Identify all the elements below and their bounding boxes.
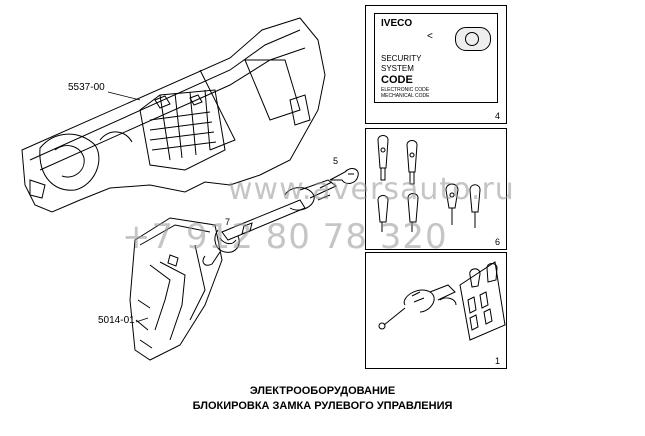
key-badge-icon [455,27,491,51]
caption-line-2: БЛОКИРОВКА ЗАМКА РУЛЕВОГО УПРАВЛЕНИЯ [192,400,453,412]
box-1-number: 1 [494,356,500,366]
card-line-mechanical: MECHANICAL CODE [381,93,430,99]
box-lock-set: 1 [365,252,507,369]
box-security-card: IVECO < SECURITY SYSTEM CODE ELECTRONIC … [365,5,507,124]
leader-line-column-cover [135,317,149,323]
arrow-glyph: < [427,31,433,42]
lock-cylinders-drawing [377,135,481,232]
watermark-site: www.aversauto.ru [228,172,515,207]
caption-line-1: ЭЛЕКТРООБОРУДОВАНИЕ [249,385,396,397]
dashboard-drawing [21,17,326,213]
key-5-drawing [319,168,359,189]
box-lock-cylinders: 6 [365,128,507,250]
ignition-assembly-drawing [202,179,337,266]
leader-line-dashboard [107,91,141,101]
item-5-label: 5 [333,156,339,166]
card-line-system: SYSTEM [381,64,414,73]
column-cover-part-number: 5014-01 [98,315,135,326]
brand-logo: IVECO [381,18,413,29]
box-4-number: 4 [494,111,500,121]
dashboard-part-number: 5537-00 [68,82,105,93]
card-line-code: CODE [381,74,413,86]
security-code-card: IVECO < SECURITY SYSTEM CODE ELECTRONIC … [374,13,498,103]
column-cover-drawing [129,217,223,361]
box-6-number: 6 [494,237,500,247]
card-line-security: SECURITY [381,54,422,63]
watermark-phone: +7 912 80 78 320 [122,217,448,257]
item-7-label: 7 [225,217,231,227]
card-line-electronic: ELECTRONIC CODE [381,87,430,93]
lock-set-drawing [378,261,506,341]
